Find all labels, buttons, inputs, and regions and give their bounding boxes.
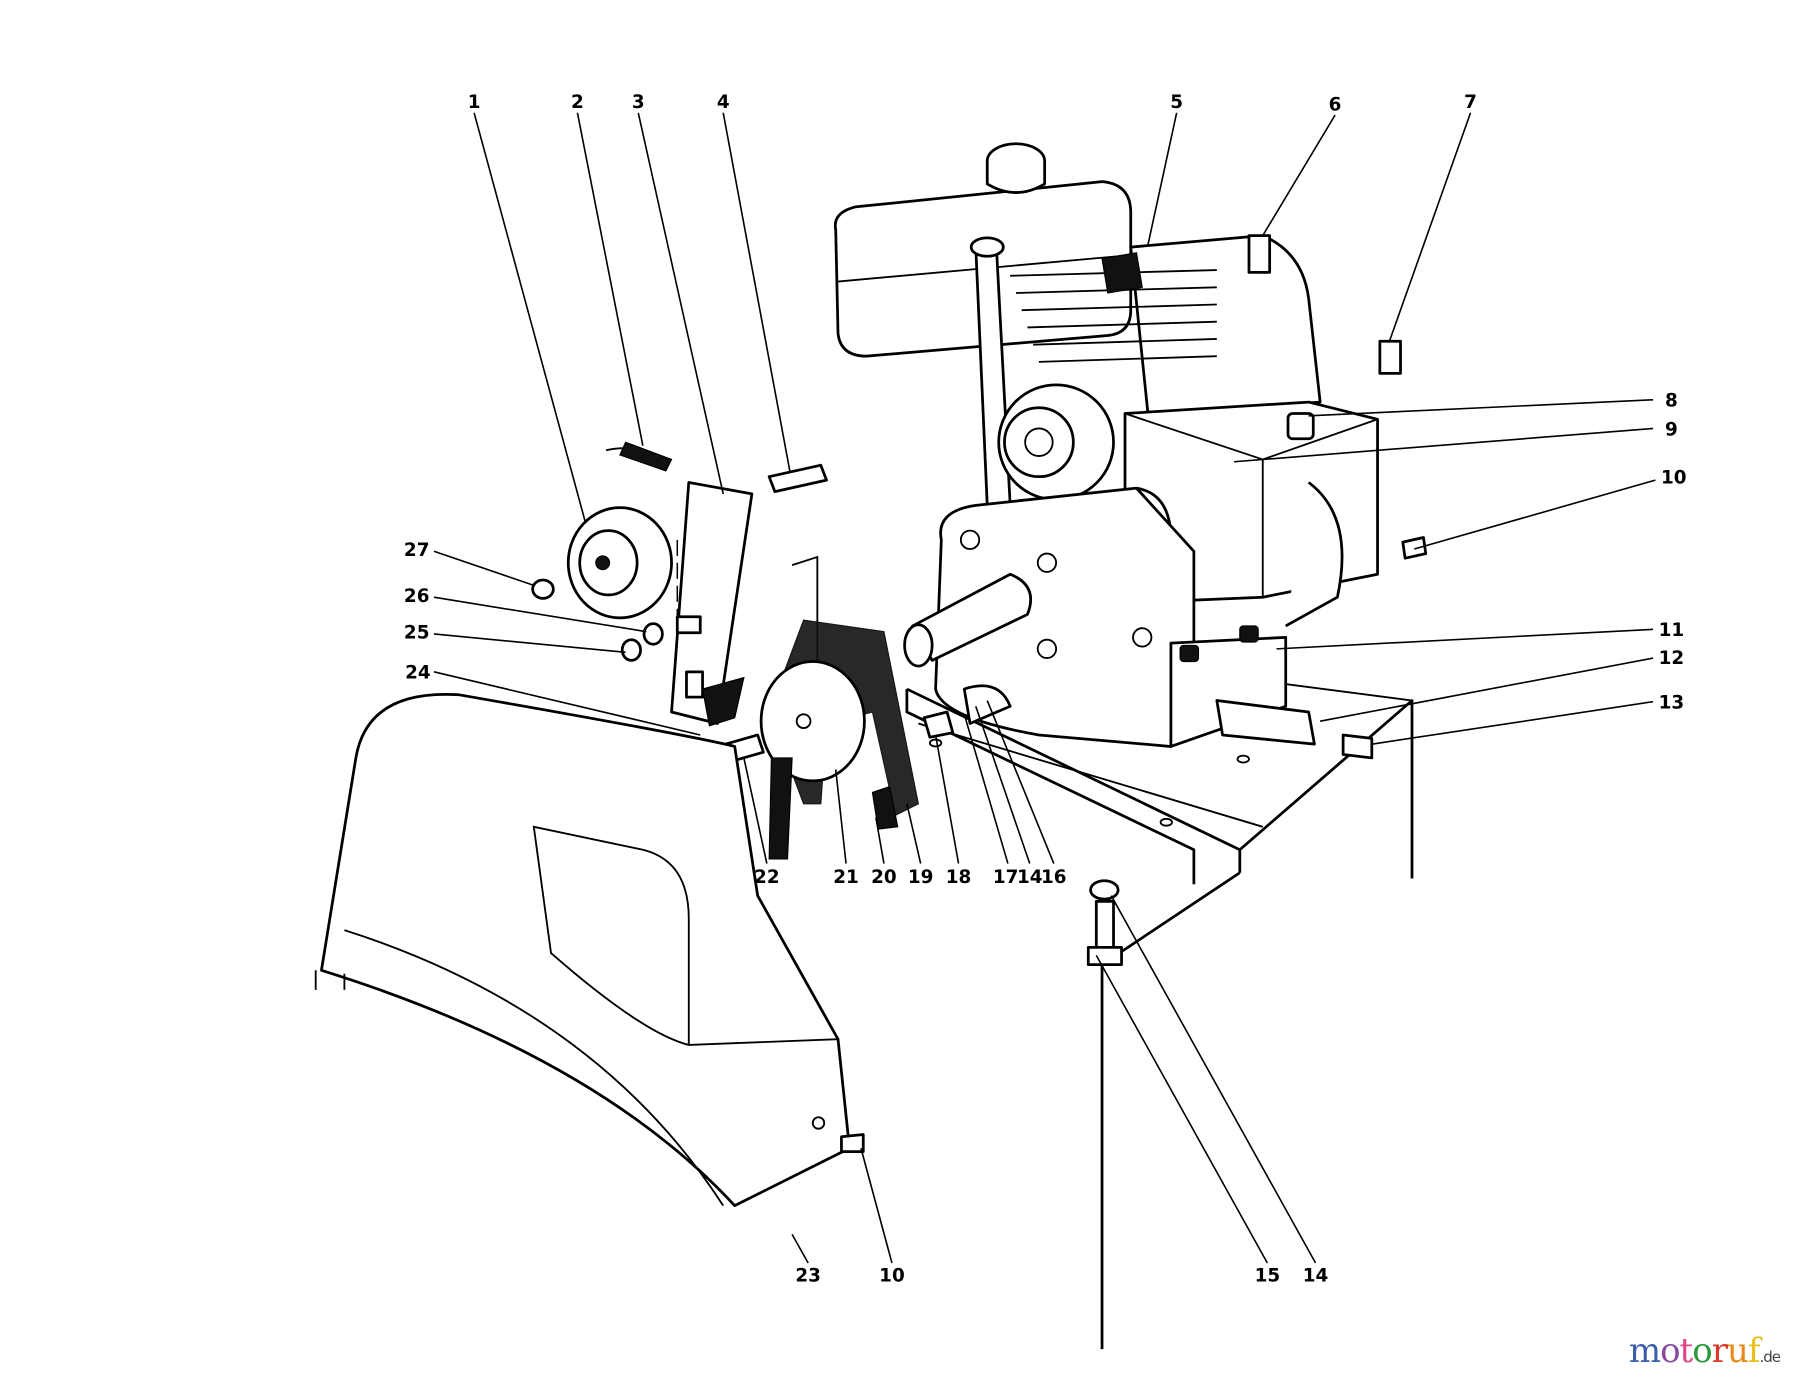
callout-2: 2 — [571, 92, 584, 113]
callout-17: 17 — [993, 867, 1019, 888]
callout-16: 16 — [1041, 867, 1067, 888]
engine — [833, 142, 1379, 748]
idler-assembly — [531, 441, 828, 758]
frame-plate — [905, 665, 1414, 1350]
cylinder-fins — [1010, 252, 1217, 363]
watermark-letter: m — [1628, 1331, 1661, 1371]
watermark-letter: f — [1747, 1331, 1761, 1371]
watermark-letter: u — [1726, 1331, 1749, 1371]
watermark-letter: r — [1711, 1331, 1728, 1371]
callout-13: 13 — [1659, 693, 1685, 714]
callout-27: 27 — [404, 540, 430, 561]
callout-14: 14 — [1017, 867, 1043, 888]
drive-pulley-and-belts — [716, 619, 920, 860]
watermark-letter: o — [1692, 1331, 1713, 1371]
callout-21: 21 — [833, 867, 859, 888]
callout-10: 10 — [1661, 468, 1687, 489]
watermark-letter: t — [1679, 1331, 1694, 1371]
callout-20: 20 — [871, 867, 897, 888]
callout-1: 1 — [468, 92, 481, 113]
callout-4: 4 — [717, 92, 730, 113]
callout-24: 24 — [405, 663, 431, 684]
callout-25: 25 — [404, 623, 430, 644]
callout-8: 8 — [1665, 391, 1678, 412]
callout-6: 6 — [1329, 94, 1342, 115]
watermark-letter: o — [1660, 1331, 1681, 1371]
callout-23: 23 — [795, 1265, 821, 1286]
callout-9: 9 — [1665, 419, 1678, 440]
belt-cover — [314, 692, 865, 1208]
watermark-suffix: .de — [1759, 1348, 1781, 1366]
watermark-logo: motoruf.de — [1628, 1331, 1781, 1371]
callout-7: 7 — [1464, 92, 1477, 113]
callout-18: 18 — [946, 867, 972, 888]
callout-15: 15 — [1255, 1265, 1281, 1286]
leader-lines — [433, 112, 1656, 1264]
callout-5: 5 — [1170, 92, 1183, 113]
callout-14: 14 — [1303, 1265, 1329, 1286]
callout-11: 11 — [1659, 620, 1685, 641]
callout-12: 12 — [1659, 648, 1685, 669]
callout-labels: 1 2 3 4 5 6 7 8 9 10 11 12 13 14 15 16 1… — [404, 92, 1687, 1286]
callout-10: 10 — [879, 1265, 905, 1286]
callout-26: 26 — [404, 586, 430, 607]
callout-22: 22 — [754, 867, 780, 888]
hardware — [922, 234, 1428, 966]
callout-3: 3 — [632, 92, 645, 113]
callout-19: 19 — [908, 867, 934, 888]
